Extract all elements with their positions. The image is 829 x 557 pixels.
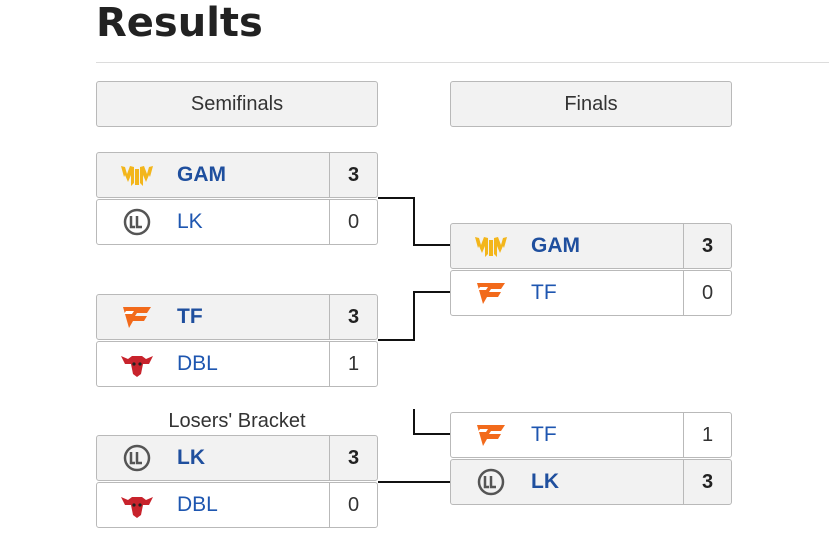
- gam-logo-icon: [451, 224, 531, 268]
- losers-bracket-label: Losers' Bracket: [168, 410, 306, 432]
- lk-logo-icon: [97, 436, 177, 480]
- team-name-link[interactable]: TF: [531, 281, 557, 304]
- tf-logo-icon: [97, 295, 177, 339]
- match-losers-bracket: LK 3 DBL 0: [96, 435, 378, 529]
- team-name-link[interactable]: DBL: [177, 352, 218, 375]
- team-row: LK 3: [450, 459, 732, 505]
- tf-logo-icon: [451, 413, 531, 457]
- round-header-finals: Finals: [450, 81, 732, 127]
- match-semifinal-2: TF 3 DBL 1: [96, 294, 378, 388]
- team-name-link[interactable]: TF: [177, 305, 203, 328]
- team-name-link[interactable]: DBL: [177, 493, 218, 516]
- team-row: LK 0: [96, 199, 378, 245]
- match-losers-final: TF 1 LK 3: [450, 412, 732, 506]
- team-row: DBL 0: [96, 482, 378, 528]
- team-row: TF 3: [96, 294, 378, 340]
- team-score: 3: [329, 153, 377, 197]
- team-name-link[interactable]: LK: [531, 470, 559, 493]
- gam-logo-icon: [97, 153, 177, 197]
- lk-logo-icon: [451, 460, 531, 504]
- team-score: 3: [329, 295, 377, 339]
- team-row: GAM 3: [450, 223, 732, 269]
- team-name-link[interactable]: LK: [177, 210, 203, 233]
- team-score: 1: [329, 342, 377, 386]
- team-row: TF 0: [450, 270, 732, 316]
- team-name-link[interactable]: GAM: [531, 234, 580, 257]
- lk-logo-icon: [97, 200, 177, 244]
- dbl-logo-icon: [97, 342, 177, 386]
- team-name-link[interactable]: TF: [531, 423, 557, 446]
- tf-logo-icon: [451, 271, 531, 315]
- team-score: 0: [329, 200, 377, 244]
- team-row: LK 3: [96, 435, 378, 481]
- title-divider: [96, 62, 829, 63]
- team-score: 3: [329, 436, 377, 480]
- team-row: GAM 3: [96, 152, 378, 198]
- team-score: 0: [329, 483, 377, 527]
- team-score: 1: [683, 413, 731, 457]
- team-score: 0: [683, 271, 731, 315]
- team-score: 3: [683, 224, 731, 268]
- team-score: 3: [683, 460, 731, 504]
- round-header-semifinals: Semifinals: [96, 81, 378, 127]
- team-row: TF 1: [450, 412, 732, 458]
- team-name-link[interactable]: LK: [177, 446, 205, 469]
- dbl-logo-icon: [97, 483, 177, 527]
- team-name-link[interactable]: GAM: [177, 163, 226, 186]
- team-row: DBL 1: [96, 341, 378, 387]
- match-semifinal-1: GAM 3 LK 0: [96, 152, 378, 246]
- match-final: GAM 3 TF 0: [450, 223, 732, 317]
- page-title: Results: [96, 0, 263, 46]
